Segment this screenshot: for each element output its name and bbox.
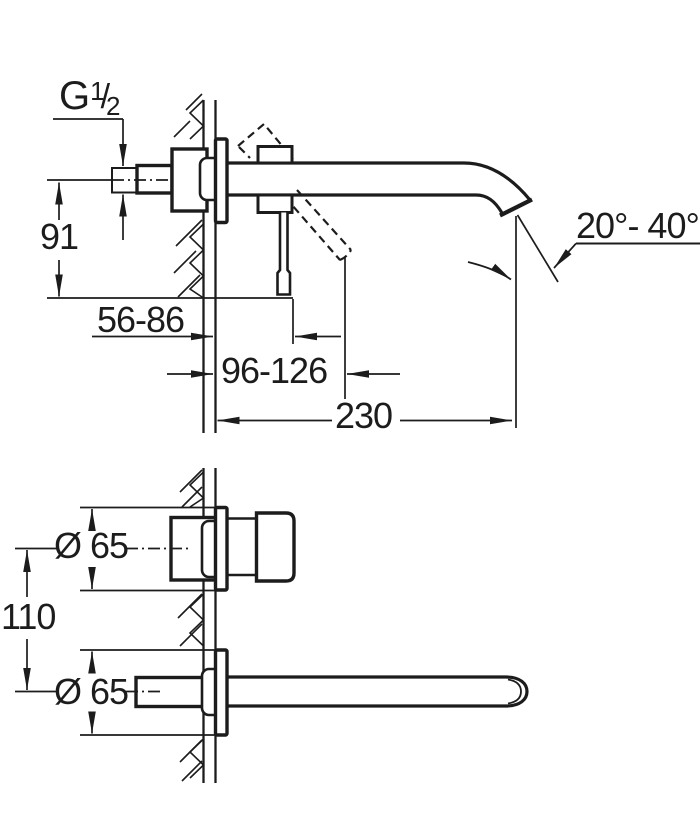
thread-numerator: 1 <box>90 76 105 106</box>
wall-escutcheon-top <box>213 137 229 225</box>
spout-escutcheon <box>213 648 229 737</box>
angle-reference-line <box>516 214 559 283</box>
bottom-view <box>15 468 529 783</box>
spout-side <box>134 648 529 737</box>
spout-tube <box>227 675 529 708</box>
lever-mount-collar <box>256 145 294 214</box>
dimension-linework-bottom <box>15 506 227 736</box>
dim-lever-reach-56-86: 56-86 <box>97 299 185 340</box>
handle-escutcheon <box>213 505 229 592</box>
dimension-linework-top <box>47 118 700 428</box>
wall-hatch-top <box>173 93 205 299</box>
spout-supply-nipple <box>134 675 206 709</box>
thread-size-label: G1/2 <box>59 74 121 121</box>
wall-hatch-bottom <box>177 469 205 782</box>
lever-positions-dashed <box>237 122 352 262</box>
handle-knob <box>254 511 296 583</box>
swivel-arc-arrow <box>467 261 512 281</box>
dim-spout-reach-230: 230 <box>335 395 393 436</box>
dim-spout-angle-20-40: 20°- 40° <box>576 205 700 246</box>
top-view <box>47 93 700 433</box>
handle-neck <box>227 517 257 577</box>
spout-end-cap-line <box>507 678 522 705</box>
lever-handle <box>276 212 292 296</box>
handle-valve-side <box>169 505 296 592</box>
lever-down-position <box>284 189 352 262</box>
thread-slash: / <box>100 78 111 116</box>
angle-leader-arrow <box>553 242 577 269</box>
spout-outlet-face <box>499 197 533 218</box>
dim-spout-escutcheon-diameter: Ø 65 <box>54 671 129 712</box>
dim-height-91: 91 <box>40 216 79 257</box>
thread-denominator: 2 <box>106 91 121 121</box>
thread-prefix: G <box>59 74 91 118</box>
spout-profile <box>227 161 533 218</box>
dim-handle-escutcheon-diameter: Ø 65 <box>54 525 129 566</box>
dim-lever-open-96-126: 96-126 <box>221 350 328 391</box>
dim-center-distance-110: 110 <box>1 596 56 637</box>
